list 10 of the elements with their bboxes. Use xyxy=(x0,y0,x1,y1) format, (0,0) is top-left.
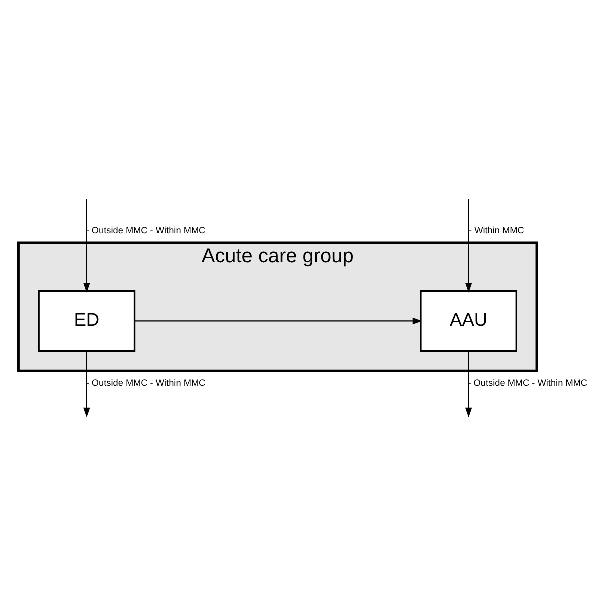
arrow xyxy=(135,317,423,324)
node-box: ED xyxy=(38,290,136,352)
edge-label: - Outside MMC - Within MMC xyxy=(86,377,206,388)
node-box: AAU xyxy=(420,290,518,352)
arrow xyxy=(465,350,472,418)
edge-label: - Outside MMC - Within MMC xyxy=(86,225,206,236)
arrow xyxy=(465,198,472,292)
edge-label: - Within MMC xyxy=(469,225,524,236)
arrow xyxy=(84,198,90,292)
arrow xyxy=(84,350,90,418)
